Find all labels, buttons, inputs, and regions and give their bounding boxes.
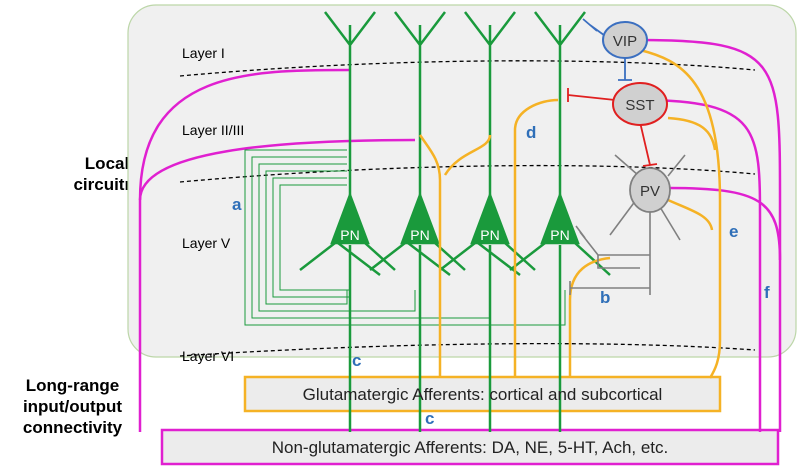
pn4-soma	[540, 191, 580, 245]
layer-boundaries	[179, 60, 756, 357]
pn3-soma	[470, 191, 510, 245]
orange-fiber-4	[568, 256, 611, 378]
layer-boundary-1	[179, 60, 756, 77]
sst-label: SST	[625, 97, 654, 114]
vip-to-sst-axon	[618, 57, 632, 81]
letter-f: f	[764, 283, 770, 302]
pn1-soma	[330, 191, 370, 245]
cortex-panel	[127, 4, 797, 358]
magenta-fibers	[138, 38, 782, 432]
pn1-apical-dendrite	[324, 11, 376, 195]
pv-neuron	[629, 167, 671, 213]
sst-neuron	[612, 82, 668, 126]
pyramidal-neuron-1	[299, 11, 396, 432]
pv-dendrite-down-left	[609, 199, 637, 236]
non-glutamatergic-box	[160, 428, 780, 466]
layer-label-1: Layer I	[182, 45, 225, 61]
vip-label: VIP	[613, 33, 637, 50]
layer-label-2-3: Layer II/III	[182, 122, 244, 138]
pv-dendrites-and-axons	[569, 154, 686, 295]
long-range-line-1: Long-range	[25, 376, 120, 395]
letter-c-lower: c	[425, 409, 434, 428]
layer-label-6: Layer VI	[182, 348, 234, 364]
letter-b: b	[600, 288, 610, 307]
local-circuitry-line-2: circuitry	[73, 175, 141, 194]
pn-label-3: PN	[480, 227, 499, 243]
orange-fiber-sst	[667, 116, 717, 151]
orange-fiber-1	[418, 134, 442, 378]
pn4-apical-dendrite	[534, 11, 586, 195]
pn-label-1: PN	[340, 227, 359, 243]
non-glutamatergic-afferents-label: Non-glutamatergic Afferents: DA, NE, 5-H…	[271, 438, 669, 457]
pn3-apical-dendrite	[464, 11, 516, 195]
sst-inhibition	[567, 88, 658, 167]
long-range-line-3: connectivity	[22, 418, 123, 437]
layer-label-5: Layer V	[182, 235, 231, 251]
magenta-fiber-right-pv	[667, 186, 782, 261]
pv-axon-branch-b	[569, 281, 650, 295]
orange-fibers	[418, 48, 722, 379]
magenta-fiber-left-2	[138, 138, 416, 201]
glutamatergic-afferents-label: Glutamatergic Afferents: cortical and su…	[302, 385, 663, 404]
recurrent-axon-4	[265, 170, 348, 305]
magenta-fiber-left-1	[138, 68, 351, 432]
pv-dendrite-down-right	[659, 206, 681, 241]
orange-fiber-pv	[667, 198, 714, 231]
magenta-fiber-right-vip	[639, 38, 782, 432]
long-range-label: Long-range input/output connectivity	[0, 375, 145, 438]
letter-e: e	[729, 222, 738, 241]
glutamatergic-box	[243, 375, 722, 413]
recurrent-axon-6	[279, 184, 350, 291]
long-range-line-2: input/output	[22, 397, 123, 416]
pv-axon-branch-2	[597, 255, 640, 269]
letter-d: d	[526, 123, 536, 142]
layer-boundary-2	[179, 164, 756, 183]
recurrent-axon-1	[244, 149, 566, 326]
orange-fiber-2	[443, 134, 492, 176]
pn-label-4: PN	[550, 227, 569, 243]
sst-to-pv-axon	[639, 121, 658, 167]
orange-fiber-3	[513, 98, 559, 378]
orange-fiber-vip-to-deep	[639, 48, 722, 379]
recurrent-axon-5	[272, 177, 350, 298]
vip-neuron	[602, 21, 648, 59]
pn-label-2: PN	[410, 227, 429, 243]
recurrent-axon-3	[258, 163, 416, 312]
sst-to-pn-axon	[567, 88, 616, 102]
local-circuitry-label: Local circuitry	[42, 153, 172, 195]
pv-dendrite-up-left	[614, 154, 639, 176]
local-circuitry-line-1: Local	[84, 154, 130, 173]
letter-c-upper: c	[352, 351, 361, 370]
pyramidal-neuron-3	[439, 11, 536, 432]
pn2-soma	[400, 191, 440, 245]
pn3-basal-dendrites	[439, 242, 536, 276]
pv-label: PV	[640, 183, 660, 200]
letter-a: a	[232, 195, 242, 214]
layer-boundary-3	[179, 342, 756, 357]
pn1-basal-dendrites	[299, 242, 396, 276]
pv-dendrite-up-right	[667, 154, 686, 177]
pn2-apical-dendrite	[394, 11, 446, 195]
